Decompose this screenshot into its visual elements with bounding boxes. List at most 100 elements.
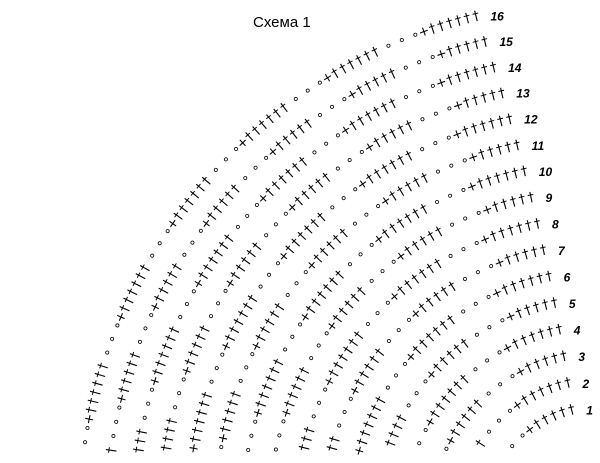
chain-dot-icon: ∘ <box>268 217 285 233</box>
chain-dot-icon: ∘ <box>429 135 442 152</box>
dc-cross-icon: † <box>104 446 120 455</box>
dc-cross-icon: † <box>557 404 568 420</box>
dc-cross-icon: † <box>491 199 502 215</box>
dc-cross-icon: † <box>503 252 515 268</box>
chain-dot-icon: ∘ <box>171 387 188 399</box>
chain-dot-icon: ∘ <box>247 416 264 428</box>
dc-cross-icon: † <box>524 218 534 234</box>
row-label: 16 <box>491 9 505 23</box>
chain-dot-icon: ∘ <box>203 309 220 323</box>
dc-cross-icon: † <box>508 194 519 210</box>
dc-cross-icon: † <box>511 165 521 181</box>
dc-cross-icon: † <box>462 10 473 26</box>
chain-dot-icon: ∘ <box>307 144 323 161</box>
chain-dot-icon: ∘ <box>388 368 405 383</box>
chain-dot-icon: ∘ <box>470 327 485 344</box>
dc-cross-icon: † <box>559 348 569 364</box>
dc-cross-icon: † <box>84 405 100 415</box>
row-label: 4 <box>573 324 581 338</box>
dc-cross-icon: † <box>517 275 528 291</box>
dc-cross-icon: † <box>324 443 340 454</box>
chain-dot-icon: ∘ <box>289 276 306 292</box>
dc-cross-icon: † <box>535 271 545 287</box>
dc-cross-icon: † <box>555 322 565 338</box>
dc-cross-icon: † <box>190 425 206 435</box>
chain-dot-icon: ∘ <box>248 160 264 176</box>
dc-cross-icon: † <box>150 367 166 378</box>
chain-dot-icon: ∘ <box>230 219 247 235</box>
dc-cross-icon: † <box>124 358 140 369</box>
dc-cross-icon: † <box>469 121 480 137</box>
dc-cross-icon: † <box>461 95 472 111</box>
dc-cross-icon: † <box>301 425 317 436</box>
dc-cross-icon: † <box>544 269 554 285</box>
dc-cross-icon: † <box>563 375 573 391</box>
chain-dot-icon: ∘ <box>411 437 428 450</box>
dc-cross-icon: † <box>480 62 490 78</box>
plus-icon: + <box>416 23 431 41</box>
chain-dot-icon: ∘ <box>468 361 484 378</box>
chain-dot-icon: ∘ <box>218 152 234 168</box>
dc-cross-icon: † <box>512 249 523 265</box>
chain-dot-icon: ∘ <box>109 416 125 427</box>
dc-cross-icon: † <box>497 225 508 241</box>
row-label: 3 <box>578 350 585 364</box>
plus-icon: + <box>81 412 98 426</box>
chain-dot-icon: ∘ <box>172 310 189 324</box>
plus-icon: + <box>466 149 481 167</box>
chain-dot-icon: ∘ <box>144 249 161 264</box>
plus-icon: + <box>178 363 196 378</box>
chain-dot-icon: ∘ <box>253 279 270 294</box>
row-label: 2 <box>582 377 590 391</box>
dc-cross-icon: † <box>479 90 490 106</box>
dc-cross-icon: † <box>512 137 522 153</box>
row-label: 7 <box>558 244 566 258</box>
dc-cross-icon: † <box>445 72 456 88</box>
dc-cross-icon: † <box>489 60 499 76</box>
chain-dot-icon: ∘ <box>209 362 226 375</box>
dc-cross-icon: † <box>536 326 547 342</box>
dc-cross-icon: † <box>354 436 370 447</box>
plus-icon: + <box>492 254 508 272</box>
chain-dot-icon: ∘ <box>272 430 289 442</box>
dc-cross-icon: † <box>134 427 150 437</box>
dc-cross-icon: † <box>494 142 505 158</box>
dc-cross-icon: † <box>88 387 104 398</box>
dc-cross-icon: † <box>461 124 472 140</box>
dc-cross-icon: † <box>162 425 178 435</box>
row-label: 10 <box>539 165 553 179</box>
chain-dot-icon: ∘ <box>258 228 275 244</box>
row-label: 14 <box>508 61 522 75</box>
dc-cross-icon: † <box>194 407 210 418</box>
dc-cross-icon: † <box>487 116 498 132</box>
dc-cross-icon: † <box>554 377 565 393</box>
chain-dot-icon: ∘ <box>303 351 320 365</box>
dc-cross-icon: † <box>199 390 215 401</box>
dc-cross-icon: † <box>220 415 236 426</box>
chain-dot-icon: ∘ <box>481 386 497 403</box>
chain-dot-icon: ∘ <box>140 398 157 410</box>
chain-dot-icon: ∘ <box>241 445 257 456</box>
chain-dot-icon: ∘ <box>132 336 149 349</box>
dc-cross-icon: † <box>327 434 343 445</box>
chain-dot-icon: ∘ <box>458 271 472 288</box>
dc-cross-icon: † <box>550 350 561 366</box>
chain-dot-icon: ∘ <box>112 402 128 413</box>
chain-dot-icon: ∘ <box>313 107 328 124</box>
chain-dot-icon: ∘ <box>337 406 354 419</box>
chain-dot-icon: ∘ <box>359 207 375 224</box>
chain-dot-icon: ∘ <box>210 296 227 311</box>
chain-dot-icon: ∘ <box>336 190 352 207</box>
dc-cross-icon: † <box>497 85 507 101</box>
dc-cross-icon: † <box>527 329 539 345</box>
chain-dot-icon: ∘ <box>416 141 430 158</box>
diagram-title: Схема 1 <box>253 14 311 31</box>
chain-dot-icon: ∘ <box>401 398 418 413</box>
dc-cross-icon: † <box>453 69 464 85</box>
chain-dot-icon: ∘ <box>137 322 154 335</box>
dc-cross-icon: † <box>256 390 273 402</box>
chain-dot-icon: ∘ <box>445 217 459 234</box>
chain-dot-icon: ∘ <box>311 338 328 353</box>
dc-cross-icon: † <box>503 139 513 155</box>
chain-dot-icon: ∘ <box>444 248 458 265</box>
